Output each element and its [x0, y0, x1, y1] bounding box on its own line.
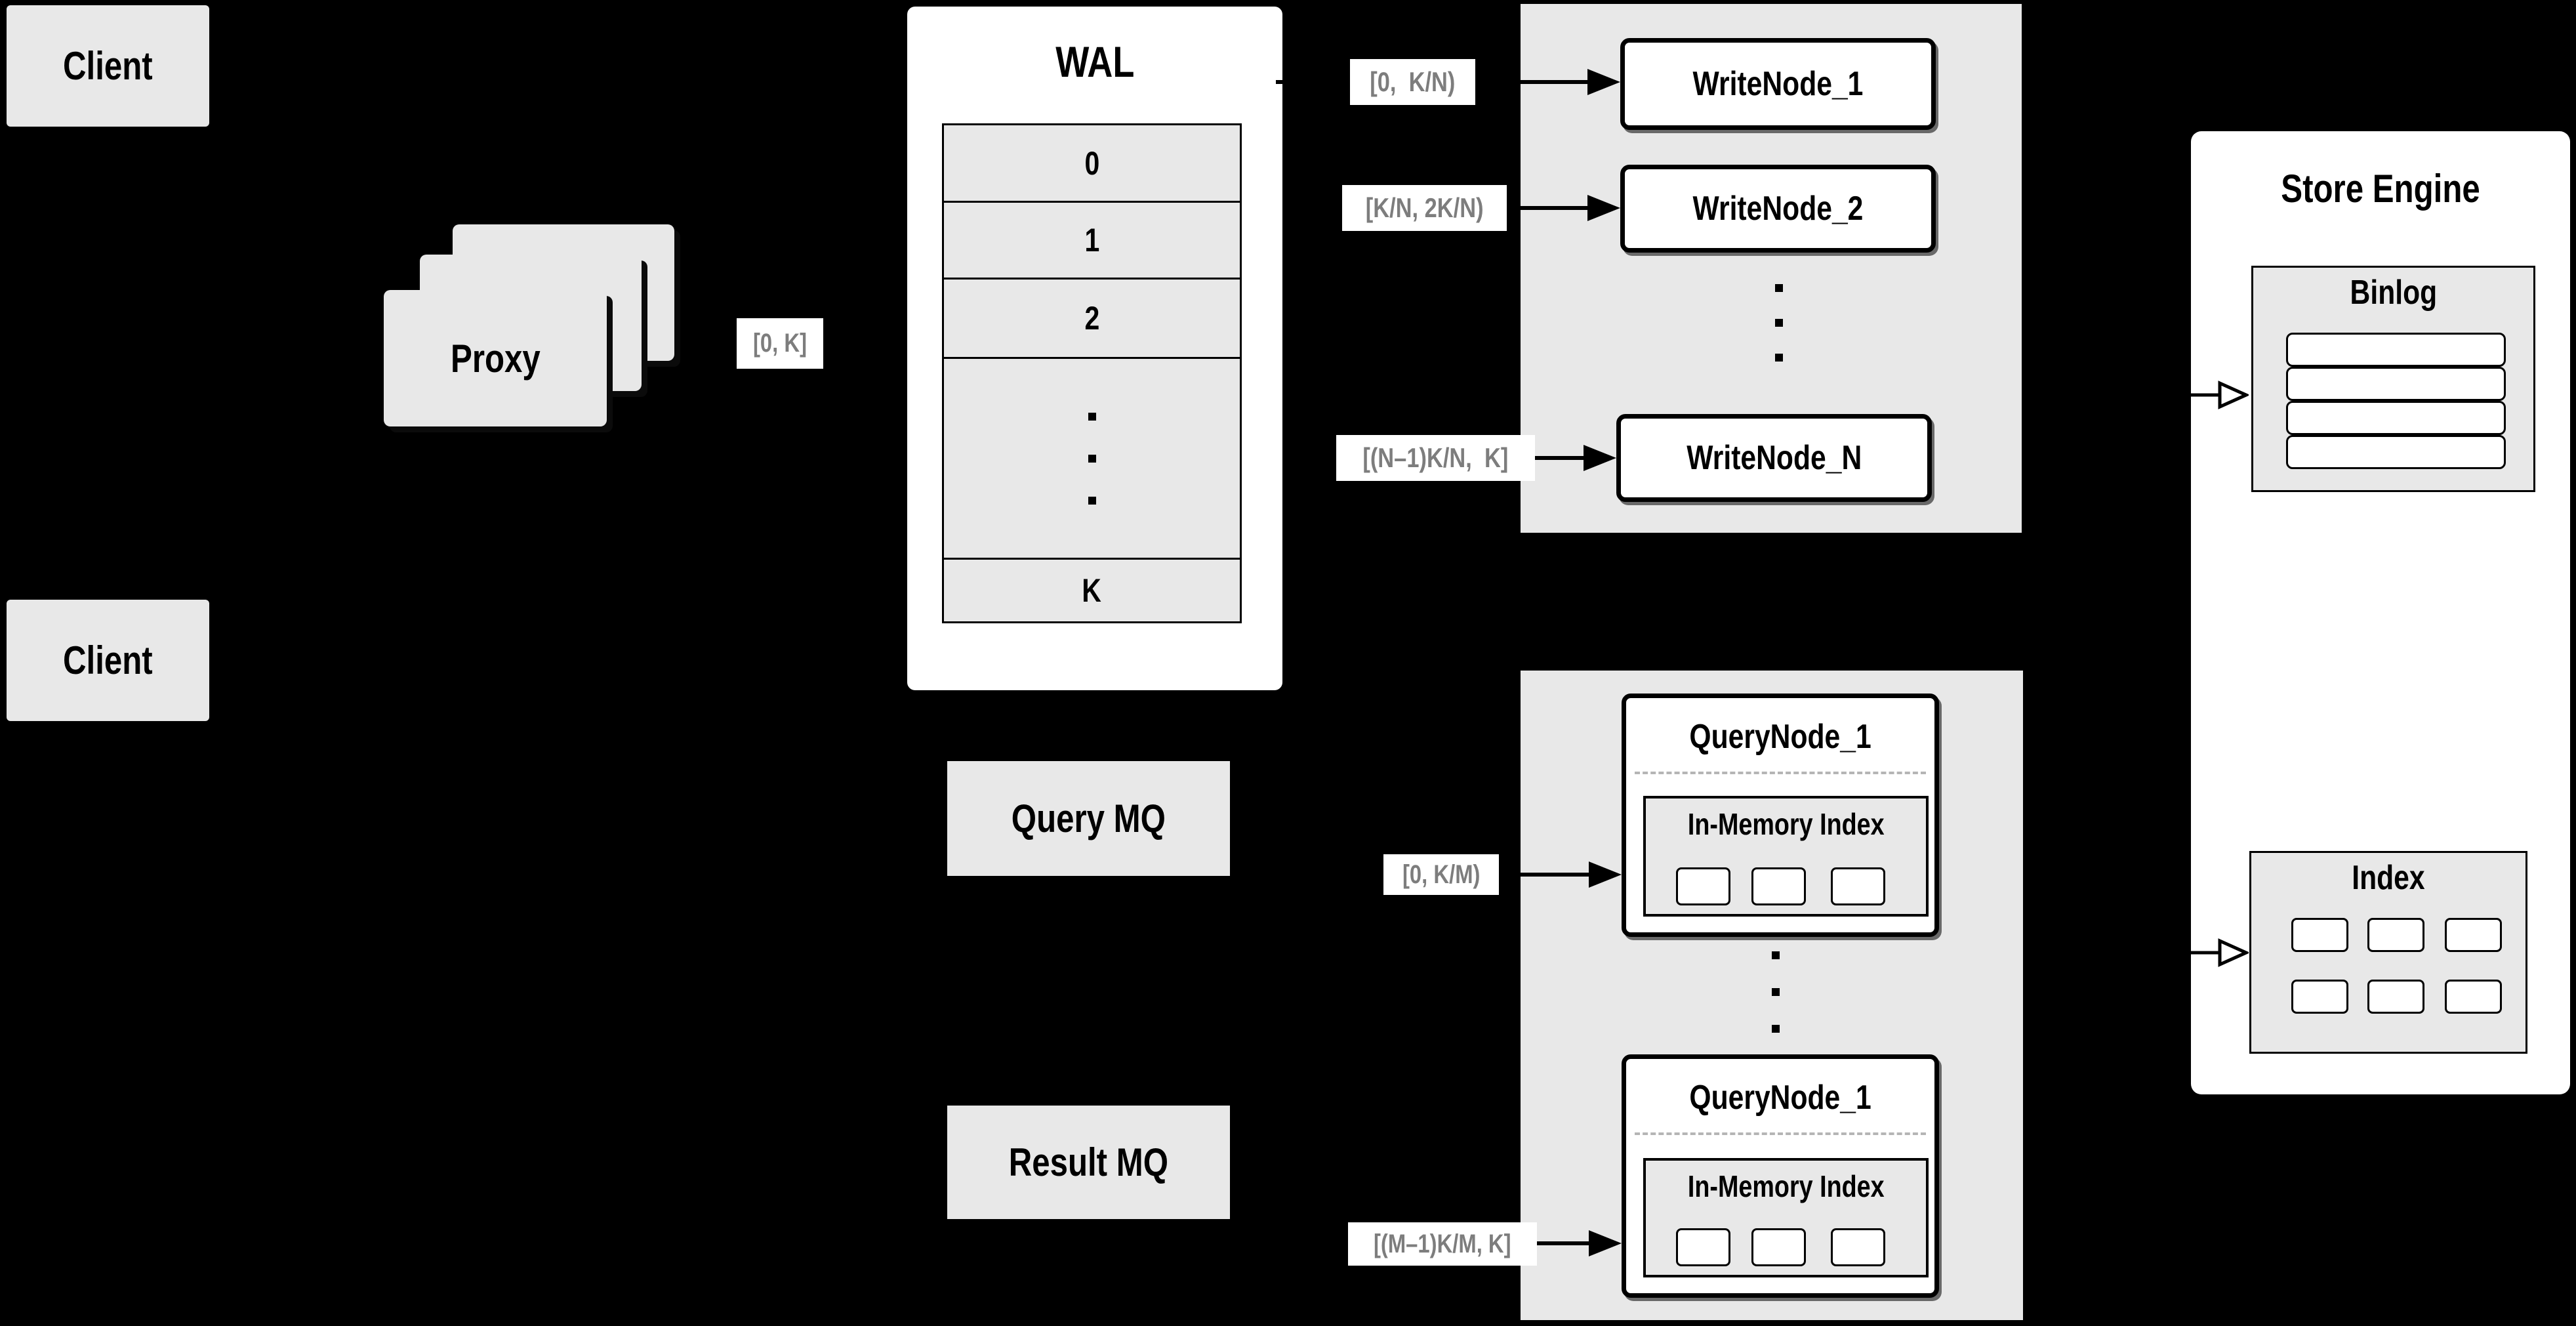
- client-box-bottom: Client: [7, 600, 209, 721]
- index-cell: [2367, 918, 2424, 952]
- range-label-writenode-n: [(N–1)K/N, K]: [1336, 435, 1535, 481]
- wal-segment-row: 0: [944, 125, 1240, 203]
- query-node-title: QueryNode_1: [1689, 717, 1871, 756]
- binlog-row: [2286, 435, 2506, 469]
- query-node-title: QueryNode_1: [1689, 1078, 1871, 1117]
- result-mq-box: Result MQ: [947, 1106, 1230, 1219]
- dashed-divider: [1635, 772, 1926, 774]
- wal-segment-row-ellipsis: [944, 359, 1240, 560]
- arrow-right-icon: [1587, 69, 1620, 95]
- range-label-proxy-wal: [0, K]: [737, 318, 823, 369]
- write-node-2-box: WriteNode_2: [1620, 165, 1936, 253]
- index-segment-cell: [1831, 1228, 1885, 1266]
- ellipsis-dots-icon: [1775, 284, 1783, 362]
- binlog-title: Binlog: [2350, 274, 2437, 312]
- range-label-querynode-m: [(M–1)K/M, K]: [1348, 1222, 1537, 1266]
- wal-title: WAL: [1055, 37, 1135, 86]
- arrow-line: [1496, 206, 1591, 210]
- store-engine-title: Store Engine: [2281, 167, 2480, 211]
- in-memory-index-title: In-Memory Index: [1687, 807, 1885, 841]
- ellipsis-dots-icon: [1772, 951, 1780, 1033]
- range-label-writenode-1: [0, K/N): [1350, 59, 1475, 105]
- index-cell: [2291, 918, 2348, 952]
- query-mq-box: Query MQ: [947, 761, 1230, 876]
- proxy-label: Proxy: [450, 336, 541, 381]
- arrow-right-icon: [1589, 1230, 1622, 1256]
- open-arrow-right-icon: [2188, 938, 2249, 967]
- index-box: [2249, 851, 2527, 1054]
- arrow-line: [1479, 873, 1591, 877]
- index-segment-cell: [1751, 1228, 1806, 1266]
- arrow-line: [1496, 456, 1587, 460]
- arrow-right-icon: [1589, 861, 1622, 888]
- arrow-right-icon: [1587, 195, 1620, 221]
- in-memory-index-title: In-Memory Index: [1687, 1169, 1885, 1203]
- client-box-top: Client: [7, 5, 209, 127]
- range-label-querynode-1: [0, K/M): [1383, 854, 1500, 895]
- wal-segment-row: 1: [944, 203, 1240, 280]
- wal-segment-row: K: [1082, 572, 1102, 609]
- dashed-divider: [1635, 1132, 1926, 1135]
- index-title: Index: [2352, 859, 2425, 897]
- wal-segment-table: 0 1 2 K: [942, 123, 1242, 623]
- wal-segment-row: 2: [944, 280, 1240, 359]
- open-arrow-right-icon: [2188, 381, 2249, 409]
- index-cell: [2445, 918, 2502, 952]
- client-label: Client: [63, 638, 153, 682]
- arrow-line: [1502, 1241, 1591, 1245]
- write-node-1-box: WriteNode_1: [1620, 38, 1936, 130]
- write-node-n-box: WriteNode_N: [1616, 414, 1932, 502]
- range-label-writenode-2: [K/N, 2K/N): [1342, 185, 1507, 231]
- index-cell: [2367, 980, 2424, 1014]
- index-segment-cell: [1676, 1228, 1730, 1266]
- client-label: Client: [63, 44, 153, 88]
- binlog-row: [2286, 367, 2506, 401]
- binlog-row: [2286, 333, 2506, 367]
- ellipsis-dots-icon: [1088, 412, 1096, 505]
- index-segment-cell: [1831, 867, 1885, 905]
- index-segment-cell: [1751, 867, 1806, 905]
- index-segment-cell: [1676, 867, 1730, 905]
- proxy-box: Proxy: [384, 290, 607, 426]
- arrow-right-icon: [1584, 445, 1616, 471]
- binlog-row: [2286, 401, 2506, 435]
- index-cell: [2291, 980, 2348, 1014]
- index-cell: [2445, 980, 2502, 1014]
